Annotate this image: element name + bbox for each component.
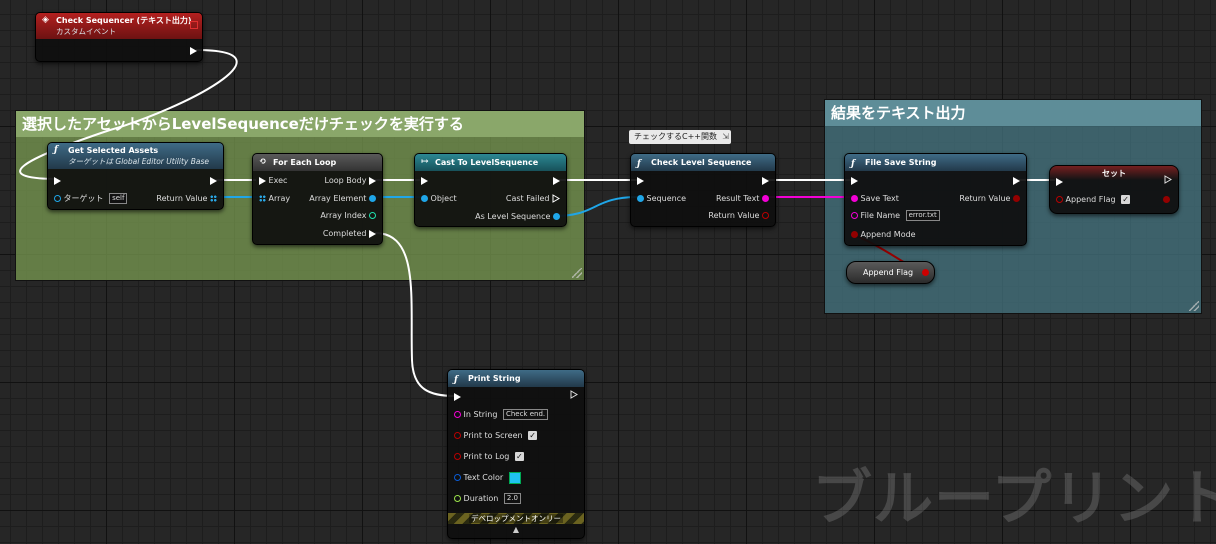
array-in-pin[interactable]: Array: [259, 192, 290, 206]
node-title: Check Sequencer (テキスト出力): [56, 16, 192, 25]
node-title: For Each Loop: [273, 158, 337, 167]
custom-event-node[interactable]: ◈ Check Sequencer (テキスト出力) カスタムイベント: [35, 12, 203, 62]
target-pin[interactable]: ターゲット self: [54, 192, 128, 206]
node-title: Cast To LevelSequence: [435, 158, 539, 167]
cast-to-level-sequence-node[interactable]: ↦ Cast To LevelSequence Object Cast Fail…: [414, 153, 567, 227]
exec-in-pin[interactable]: [637, 174, 644, 188]
function-icon: ƒ: [851, 159, 855, 169]
text-color-pin[interactable]: Text Color: [454, 471, 521, 485]
exec-in-pin[interactable]: Exec: [259, 174, 287, 188]
object-pin[interactable]: Object: [421, 192, 457, 206]
exec-out-pin[interactable]: [553, 174, 560, 188]
node-title: Get Selected Assets: [68, 146, 159, 155]
function-icon: ƒ: [54, 145, 58, 155]
exec-wire[interactable]: [19, 49, 238, 180]
exec-in-pin[interactable]: [1056, 175, 1063, 189]
exec-in-pin[interactable]: [54, 174, 61, 188]
return-value-pin[interactable]: Return Value: [156, 192, 217, 206]
result-text-pin[interactable]: Result Text: [716, 192, 769, 206]
as-level-sequence-pin[interactable]: As Level Sequence: [475, 210, 560, 224]
loop-icon: ⟲: [259, 157, 267, 167]
append-flag-out-pin[interactable]: [1163, 193, 1170, 207]
print-to-screen-pin[interactable]: Print to Screen ✓: [454, 429, 538, 443]
exec-in-pin[interactable]: [454, 390, 461, 404]
file-name-field[interactable]: error.txt: [905, 210, 940, 221]
comment-title[interactable]: 選択したアセットからLevelSequenceだけチェックを実行する: [16, 111, 584, 137]
node-comment-bubble: チェックするC++関数 ⇲: [629, 130, 731, 144]
append-flag-in-pin[interactable]: Append Flag ✓: [1056, 193, 1131, 207]
save-text-pin[interactable]: Save Text: [851, 192, 899, 206]
function-icon: ƒ: [454, 375, 458, 385]
node-subtitle: ターゲットは Global Editor Utility Base: [68, 157, 209, 166]
variable-label: Append Flag: [863, 268, 914, 277]
exec-wire[interactable]: [374, 232, 456, 397]
checkbox[interactable]: ✓: [1121, 195, 1131, 204]
exec-out-pin[interactable]: [1013, 174, 1020, 188]
blueprint-watermark: ブループリント: [812, 464, 1216, 534]
array-element-pin[interactable]: Array Element: [309, 192, 376, 206]
cast-failed-pin[interactable]: Cast Failed: [506, 192, 560, 206]
exec-out-pin[interactable]: [1164, 175, 1172, 189]
resize-grip-icon[interactable]: [572, 268, 582, 278]
cast-icon: ↦: [421, 157, 429, 167]
exec-out-pin[interactable]: [190, 44, 197, 58]
completed-pin[interactable]: Completed: [323, 227, 376, 241]
print-string-node[interactable]: ƒ Print String In String Check end. Prin…: [447, 369, 585, 539]
node-title: File Save String: [865, 158, 937, 167]
exec-out-pin[interactable]: [210, 174, 217, 188]
delegate-pin[interactable]: [190, 21, 198, 29]
print-to-log-pin[interactable]: Print to Log ✓: [454, 450, 524, 464]
sequence-pin[interactable]: Sequence: [637, 192, 686, 206]
file-save-string-node[interactable]: ƒ File Save String Save Text Return Valu…: [844, 153, 1027, 246]
loop-body-pin[interactable]: Loop Body: [325, 174, 376, 188]
in-string-field[interactable]: Check end.: [502, 409, 549, 420]
get-selected-assets-node[interactable]: ƒ Get Selected Assets ターゲットは Global Edit…: [47, 142, 224, 210]
return-value-pin[interactable]: Return Value: [959, 192, 1020, 206]
pin-comment-icon[interactable]: ⇲: [722, 132, 729, 141]
array-index-pin[interactable]: Array Index: [320, 209, 376, 223]
exec-in-pin[interactable]: [421, 174, 428, 188]
node-subtitle: カスタムイベント: [56, 27, 116, 36]
in-string-pin[interactable]: In String Check end.: [454, 408, 549, 422]
color-swatch[interactable]: [508, 471, 521, 484]
for-each-loop-node[interactable]: ⟲ For Each Loop Exec Loop Body Array Arr…: [252, 153, 383, 245]
array-pin-icon: [259, 195, 266, 202]
function-icon: ƒ: [637, 159, 641, 169]
append-mode-pin[interactable]: Append Mode: [851, 228, 916, 242]
node-title: Print String: [468, 374, 521, 383]
checkbox[interactable]: ✓: [514, 452, 524, 461]
set-variable-node[interactable]: セット Append Flag ✓: [1049, 165, 1179, 214]
event-icon: ◈: [42, 15, 49, 25]
duration-field[interactable]: 2.0: [503, 493, 521, 504]
exec-in-pin[interactable]: [851, 174, 858, 188]
check-level-sequence-node[interactable]: ƒ Check Level Sequence Sequence Result T…: [630, 153, 776, 227]
target-value-field[interactable]: self: [109, 193, 128, 204]
resize-grip-icon[interactable]: [1189, 301, 1199, 311]
comment-title[interactable]: 結果をテキスト出力: [825, 100, 1201, 126]
exec-out-pin[interactable]: [762, 174, 769, 188]
node-title: Check Level Sequence: [651, 158, 752, 167]
node-title: セット: [1102, 169, 1126, 178]
checkbox[interactable]: ✓: [528, 431, 538, 440]
exec-out-pin[interactable]: [570, 390, 578, 404]
file-name-pin[interactable]: File Name error.txt: [851, 209, 940, 223]
array-pin-icon: [210, 195, 217, 202]
return-value-pin[interactable]: Return Value: [708, 209, 769, 223]
expand-arrow-icon[interactable]: ▲: [512, 525, 520, 534]
bool-out-pin[interactable]: [922, 269, 929, 276]
development-only-banner: デベロップメントオンリー: [448, 513, 584, 524]
append-flag-getter-node[interactable]: Append Flag: [846, 261, 935, 284]
exec-hollow-icon: [552, 194, 560, 203]
duration-pin[interactable]: Duration 2.0: [454, 492, 521, 506]
